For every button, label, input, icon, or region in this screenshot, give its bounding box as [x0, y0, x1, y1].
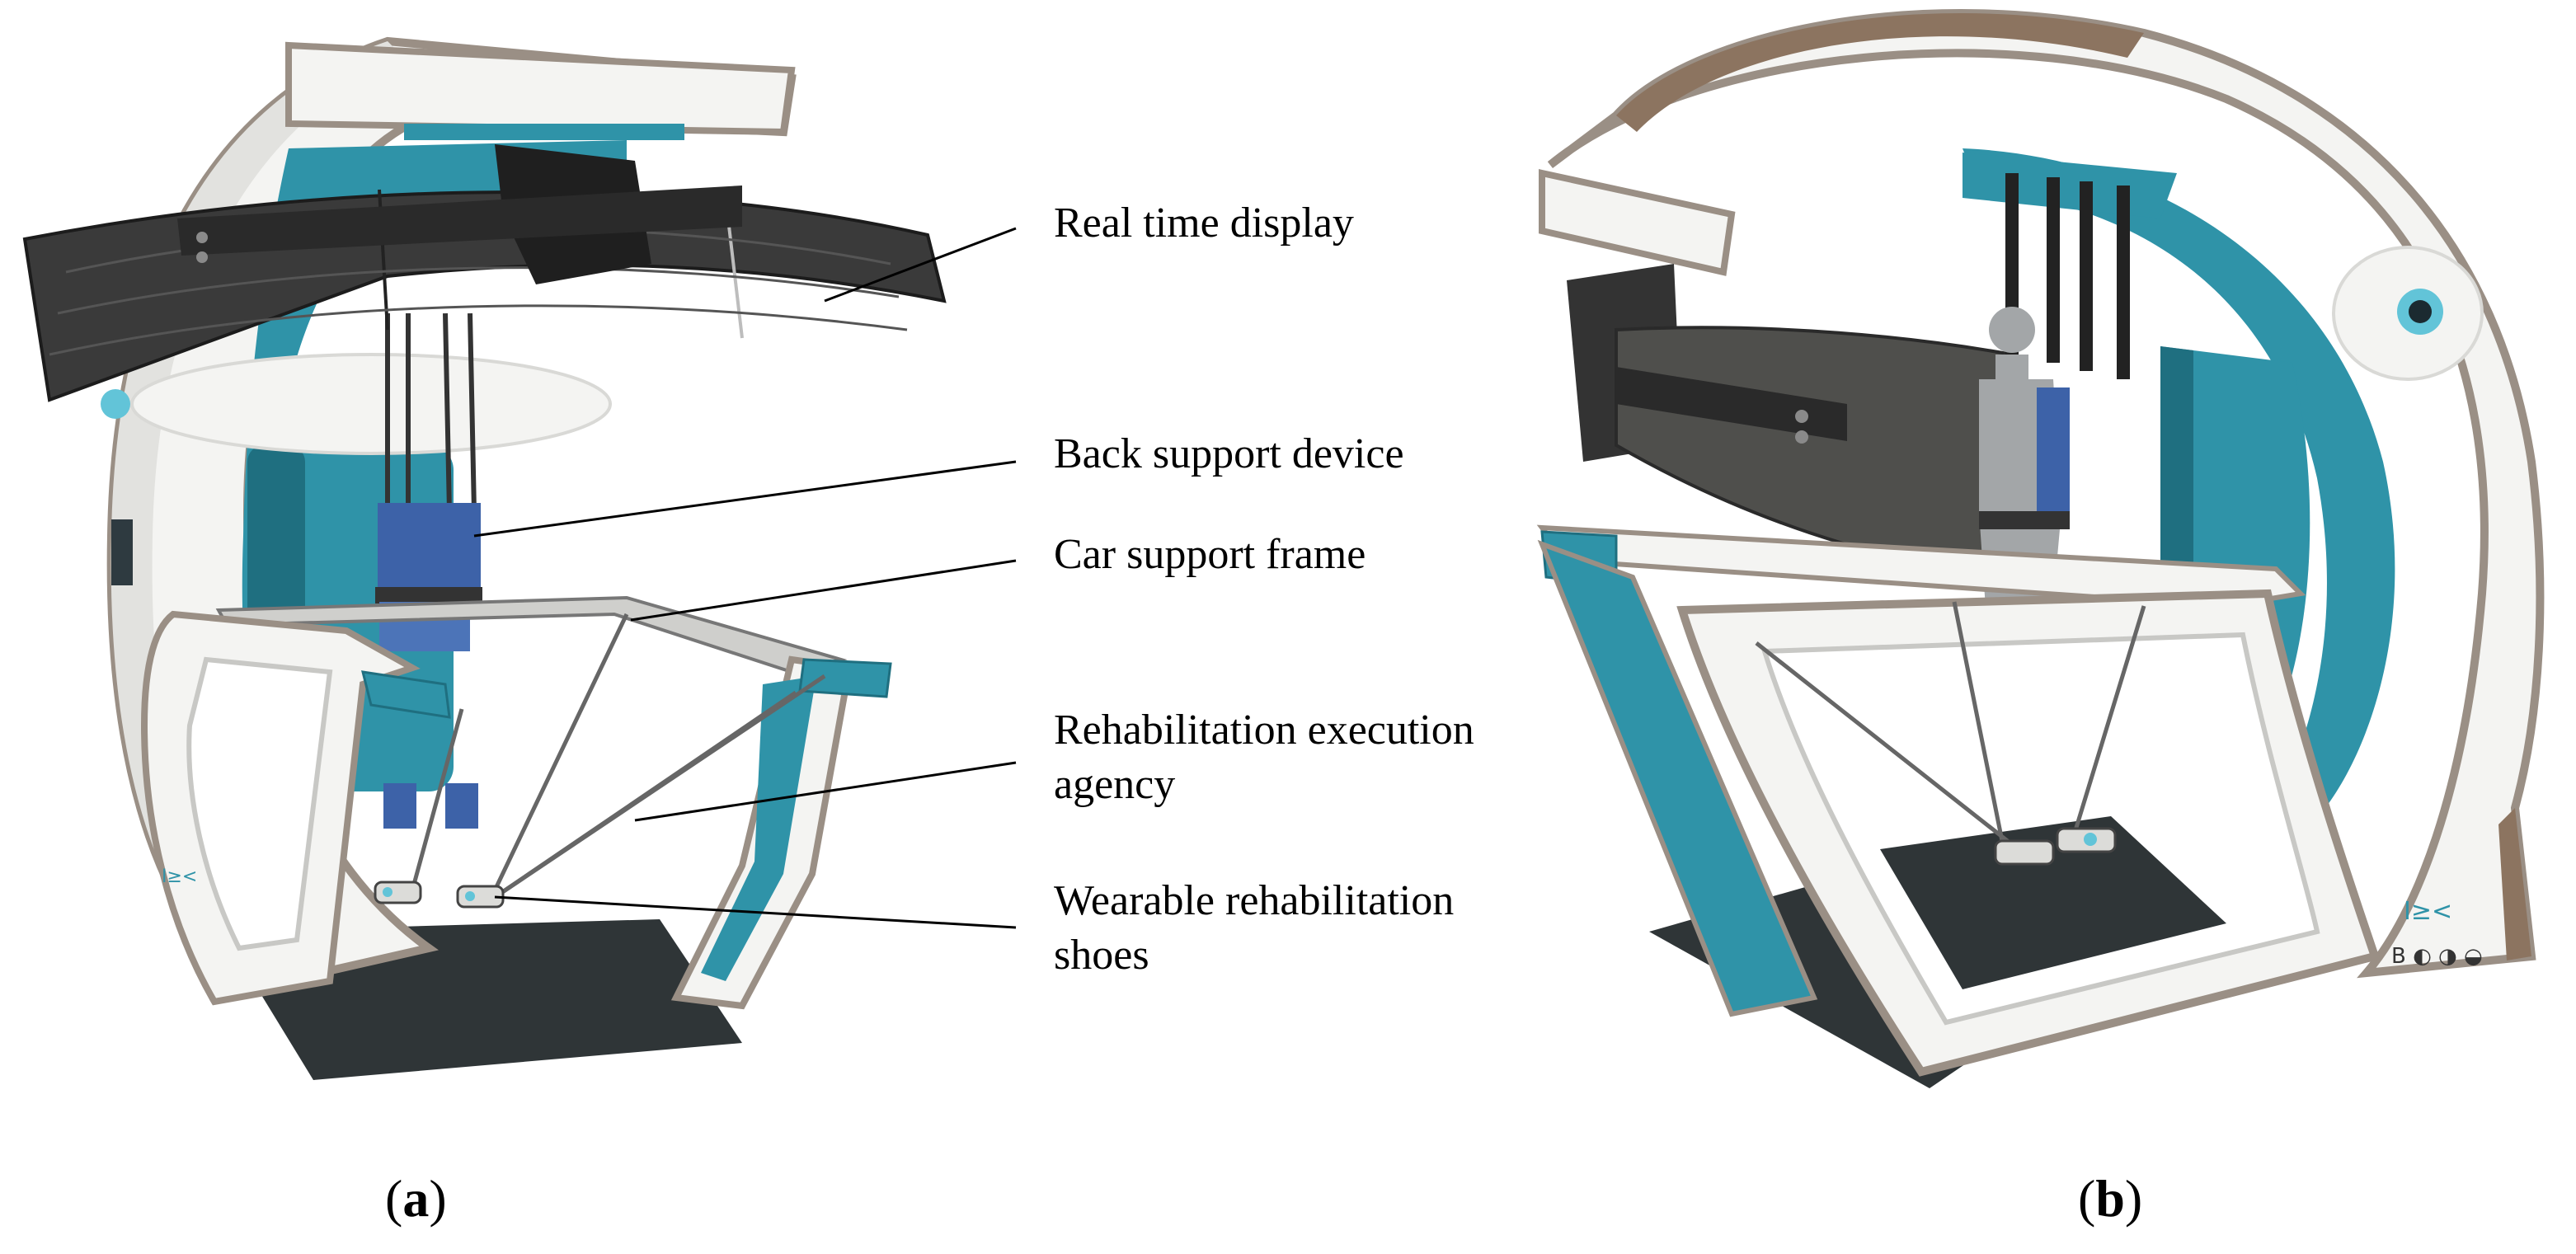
panel-b-shoe-light: [2084, 833, 2097, 846]
panel-b-logo-mark: I≥<: [2404, 897, 2452, 926]
leader-rehabilitation-execution-agency: [634, 761, 1017, 822]
panel-b-display-bar: [1616, 367, 1847, 441]
panel-a-display-bracket: [177, 186, 742, 256]
panel-b-execution-cables: [1755, 601, 2146, 859]
panel-label-b: (b): [2078, 1169, 2143, 1228]
callout-line: Car support frame: [1054, 531, 1366, 578]
panel-b-waist-belt: [1979, 511, 2070, 529]
panel-a-top-teal-strip: [404, 124, 684, 140]
callout-line: Wearable rehabilitation: [1054, 877, 1455, 924]
panel-b-rim-brown: [1616, 13, 2144, 132]
panel-b-render: I≥< B ◐ ◑ ◒: [1536, 9, 2545, 1088]
panel-letter-b: b: [2095, 1169, 2125, 1228]
callout-back-support-device: Back support device: [1054, 427, 1404, 481]
panel-a-execution-cables: [410, 613, 826, 905]
panel-a-logo-mark: I≥<: [162, 867, 197, 887]
panel-letter-a: a: [402, 1169, 430, 1228]
panel-a-back-support-device: [378, 503, 481, 594]
callout-wearable-rehabilitation-shoes: Wearable rehabilitation shoes: [1054, 874, 1454, 983]
panel-a-right-shoe-bracket: [445, 783, 478, 829]
panel-a-right-teal-face: [701, 676, 816, 981]
callout-line: Back support device: [1054, 430, 1404, 477]
callout-leader-lines: [473, 227, 1017, 929]
panel-b-rim-brown-lower: [2498, 808, 2531, 960]
leader-back-support-device: [473, 460, 1017, 538]
panel-b-bolt-2: [1795, 430, 1808, 444]
panel-a-light-indicator: [101, 389, 130, 419]
callout-line: Real time display: [1054, 200, 1354, 247]
panel-a-bolt-1: [196, 232, 208, 243]
panel-b-front-cap: [1539, 169, 1736, 276]
panel-b-logo-icons: B ◐ ◑ ◒: [2391, 944, 2483, 969]
panel-b-treadmill: [1880, 816, 2226, 989]
leader-real-time-display: [824, 227, 1017, 303]
callout-line: shoes: [1054, 932, 1149, 979]
panel-a-shoe-light-2: [465, 891, 475, 901]
callout-line: agency: [1054, 761, 1176, 808]
panel-a-side-bolster: [130, 353, 612, 455]
callout-car-support-frame: Car support frame: [1054, 528, 1366, 582]
panel-b-left-shoe: [1994, 839, 2055, 866]
panel-b-left-leg: [1537, 539, 1818, 1017]
panel-b-teal-lining: [1963, 148, 2395, 808]
callout-line: Rehabilitation execution: [1054, 707, 1474, 754]
panel-b-top-track: [1963, 153, 2177, 218]
panel-a-side-screen: [111, 519, 133, 585]
panel-a-suspension-ropes: [385, 312, 477, 512]
callout-real-time-display: Real time display: [1054, 196, 1354, 251]
panel-a-left-shoe-bracket: [383, 783, 416, 829]
panel-a-back-support-bar: [375, 587, 482, 604]
panel-a-front-frame-cutout: [186, 656, 333, 951]
panel-a-right-handle: [798, 658, 892, 698]
panel-b-light-core: [2409, 300, 2432, 323]
callout-rehabilitation-execution-agency: Rehabilitation execution agency: [1054, 703, 1474, 812]
panel-a-left-shoe: [374, 881, 422, 904]
panel-b-bolt-1: [1795, 410, 1808, 423]
panel-a-left-handle: [360, 670, 451, 719]
leader-wearable-rehabilitation-shoes: [494, 895, 1017, 929]
panel-a-bolt-2: [196, 251, 208, 263]
panel-label-a: (a): [385, 1169, 447, 1228]
panel-a-shoe-light-1: [383, 887, 393, 897]
panel-a-top-cap: [285, 41, 796, 136]
panel-b-back-harness: [2037, 387, 2070, 519]
leader-car-support-frame: [630, 559, 1017, 622]
panel-a-render: I≥<: [22, 36, 947, 1080]
